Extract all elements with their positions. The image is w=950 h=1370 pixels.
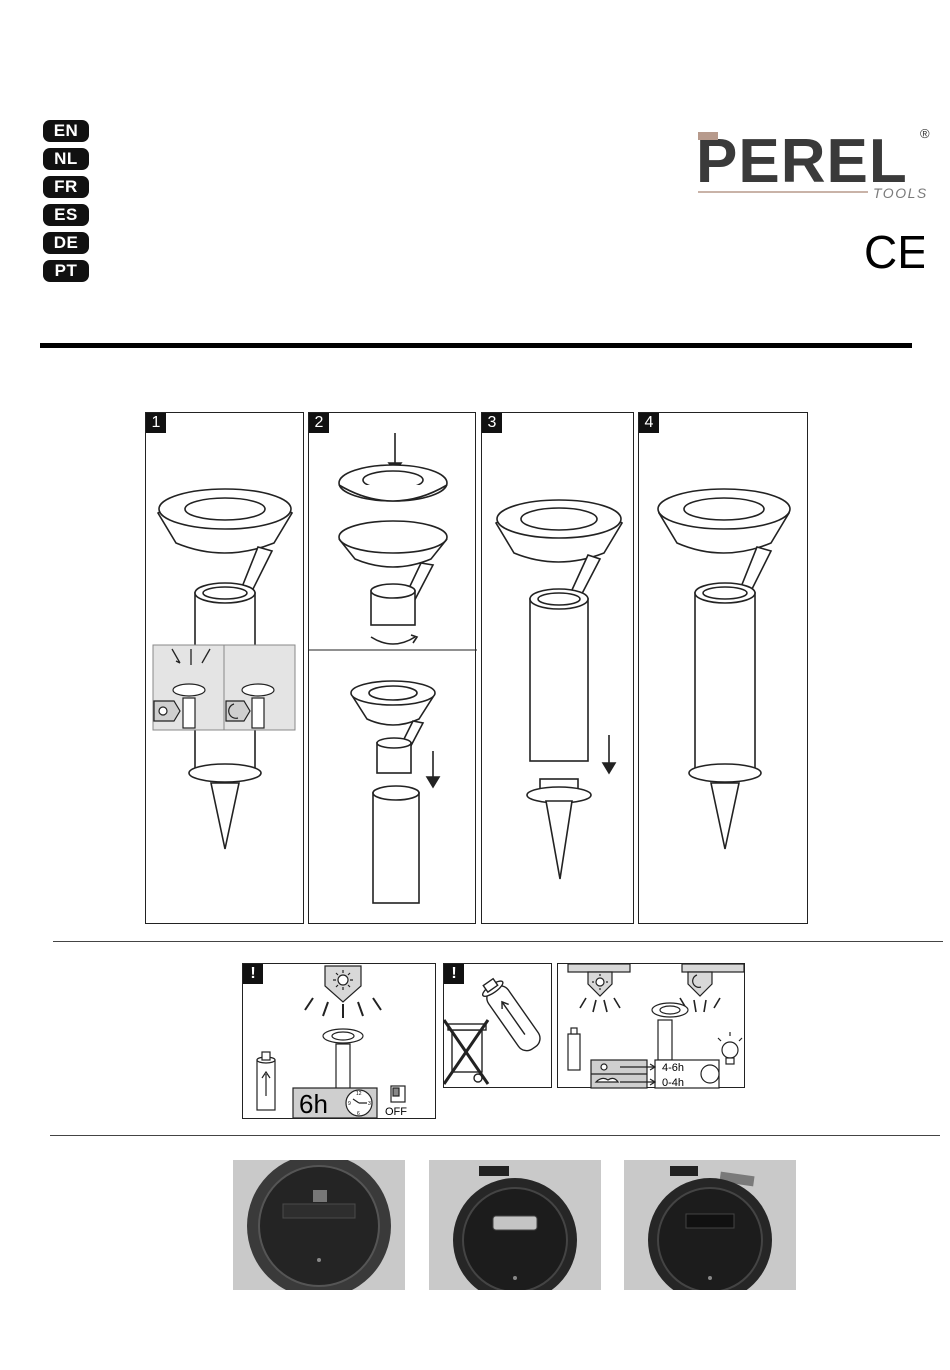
cloudy-hours: 0-4h [662,1077,684,1089]
crossed-bin-icon [444,1020,488,1084]
brand-sub: TOOLS [873,185,928,201]
language-badge-de: DE [43,232,89,254]
charge-time: 6h [299,1089,328,1119]
sun-icon [154,701,180,721]
off-label: OFF [385,1106,407,1118]
sun-icon [601,1064,607,1070]
step-panel-4: 4 [638,412,808,924]
language-list: EN NL FR ES DE PT [43,120,89,288]
clock-icon [701,1065,719,1083]
day-night-illustration: 4-6h 0-4h [558,964,746,1089]
solar-base-battery-out [624,1160,796,1290]
header-divider [40,343,912,348]
language-badge-nl: NL [43,148,89,170]
disposal-illustration [444,964,553,1089]
note-panel-day-night: 4-6h 0-4h [557,963,745,1088]
cloud-icon [596,1078,618,1082]
clock-number: 3 [368,1101,371,1107]
battery-icon [478,975,544,1054]
section-divider-1 [53,941,943,942]
bulb-icon [718,1032,742,1064]
language-badge-es: ES [43,204,89,226]
lamp-illustration-3 [482,413,635,925]
moon-icon [226,701,250,721]
logo-accent [698,132,718,140]
step-panel-3: 3 [481,412,634,924]
ce-mark: CE [864,228,924,272]
base-photo-2 [429,1160,601,1290]
ce-text: CE [864,228,924,272]
step-panel-1: 1 [145,412,304,924]
step-panel-2: 2 [308,412,476,924]
switch-icon [391,1086,405,1102]
language-badge-en: EN [43,120,89,142]
note-panel-disposal: ! [443,963,552,1088]
sunny-hours: 4-6h [662,1062,684,1074]
sun-icon [333,970,353,990]
registered-mark: ® [920,126,930,141]
note-panel-charge: ! 6h [242,963,436,1119]
clock-number: 6 [357,1111,360,1117]
clock-number: 9 [348,1101,351,1107]
perel-logo: PEREL ® TOOLS [696,124,936,204]
clock-number: 12 [356,1091,362,1097]
lamp-illustration-1 [146,413,305,925]
section-divider-2 [50,1135,940,1136]
base-photo-1 [233,1160,405,1290]
sun-night-inset [153,645,295,730]
lamp-illustration-2 [309,413,477,925]
solar-base-closed [233,1160,405,1290]
charge-illustration: 6h 12 3 6 9 OFF [243,964,437,1120]
lamp-illustration-4 [639,413,809,925]
base-photo-3 [624,1160,796,1290]
language-badge-fr: FR [43,176,89,198]
battery-icon [257,1052,275,1110]
battery-icon [568,1028,580,1070]
solar-base-cover-removed [429,1160,601,1290]
language-badge-pt: PT [43,260,89,282]
